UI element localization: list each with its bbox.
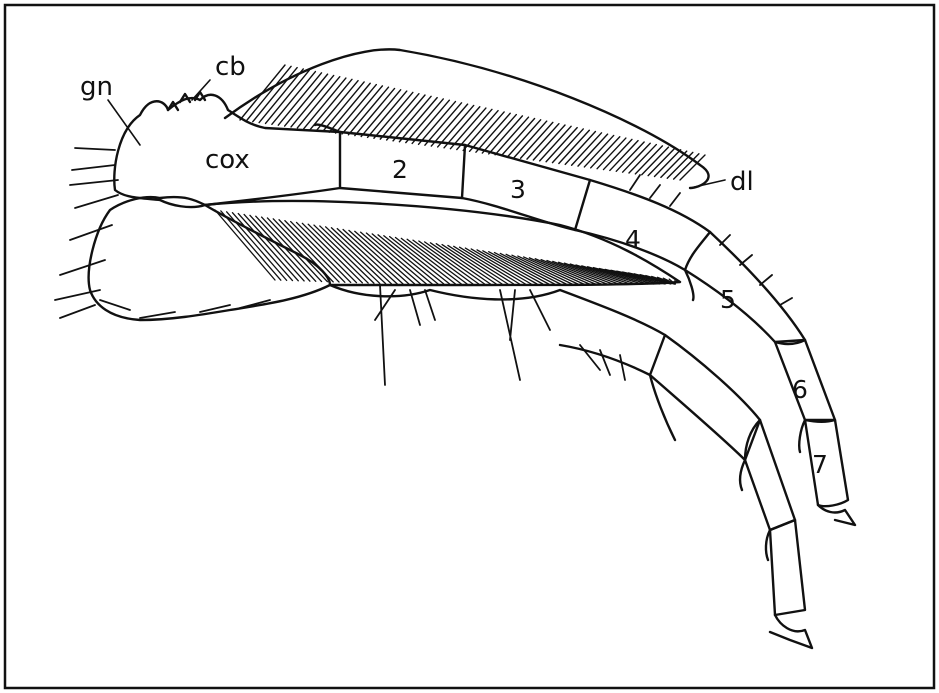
label-gn: gn: [80, 72, 113, 102]
label-dl: dl: [730, 167, 754, 197]
label-cox: cox: [205, 145, 250, 175]
segment-label-6: 6: [792, 375, 808, 404]
segment-label-2: 2: [392, 155, 408, 184]
segment-label-3: 3: [510, 175, 526, 204]
label-cb: cb: [215, 52, 246, 82]
segment-label-4: 4: [625, 225, 641, 254]
segment-label-5: 5: [720, 285, 736, 314]
segment-label-7: 7: [812, 450, 828, 479]
